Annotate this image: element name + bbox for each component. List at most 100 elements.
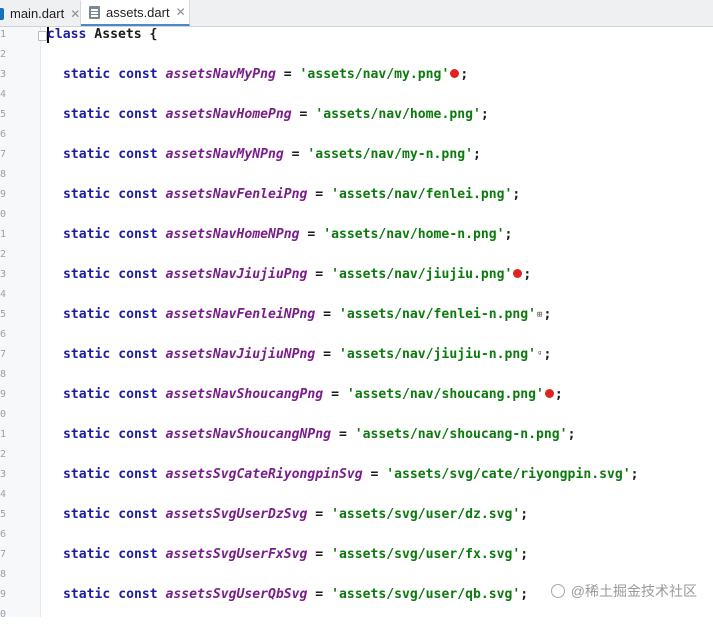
keyword-static: static bbox=[63, 467, 111, 482]
code-line: 8 bbox=[0, 165, 713, 185]
keyword-static: static bbox=[63, 507, 111, 522]
tab-assets-dart[interactable]: assets.dart ✕ bbox=[81, 0, 190, 26]
constant-name: assetsNavJiujiuNPng bbox=[165, 347, 316, 362]
string-literal: 'assets/nav/shoucang-n.png' bbox=[354, 427, 568, 442]
code-line: 6 bbox=[0, 325, 713, 345]
string-literal: 'assets/nav/fenlei-n.png' bbox=[338, 307, 537, 322]
line-number: 3 bbox=[0, 69, 6, 80]
semicolon: ; bbox=[567, 427, 576, 442]
code-text: static const assetsNavHomeNPng = 'assets… bbox=[63, 225, 512, 245]
semicolon: ; bbox=[543, 347, 552, 362]
semicolon: ; bbox=[520, 587, 529, 602]
string-literal: 'assets/nav/fenlei.png' bbox=[331, 187, 513, 202]
tab-label: main.dart bbox=[10, 6, 65, 21]
equals-sign: = bbox=[315, 307, 339, 322]
line-number: 8 bbox=[0, 169, 6, 180]
line-number: 8 bbox=[0, 369, 6, 380]
keyword-static: static bbox=[63, 67, 111, 82]
code-line: 8 bbox=[0, 365, 713, 385]
code-text: static const assetsNavJiujiuPng = 'asset… bbox=[63, 265, 531, 285]
code-text: static const assetsSvgCateRiyongpinSvg =… bbox=[63, 465, 639, 485]
line-number-gutter bbox=[0, 27, 41, 617]
equals-sign: = bbox=[283, 147, 308, 162]
semicolon: ; bbox=[520, 547, 529, 562]
semicolon: ; bbox=[520, 507, 529, 522]
equals-sign: = bbox=[299, 227, 324, 242]
code-line: 4 bbox=[0, 285, 713, 305]
keyword-const: const bbox=[118, 147, 158, 162]
line-number: 7 bbox=[0, 349, 6, 360]
code-text: static const assetsSvgUserQbSvg = 'asset… bbox=[63, 585, 528, 605]
semicolon: ; bbox=[554, 387, 563, 402]
equals-sign: = bbox=[307, 267, 332, 282]
red-dot-icon bbox=[450, 69, 460, 78]
keyword-const: const bbox=[118, 267, 158, 282]
semicolon: ; bbox=[480, 107, 489, 122]
constant-name: assetsNavShoucangPng bbox=[165, 387, 324, 402]
equals-sign: = bbox=[307, 187, 332, 202]
semicolon: ; bbox=[472, 147, 481, 162]
semicolon: ; bbox=[460, 67, 469, 82]
code-line: 0 bbox=[0, 205, 713, 225]
red-heart-icon bbox=[544, 389, 554, 398]
equals-sign: = bbox=[331, 427, 355, 442]
close-icon[interactable]: ✕ bbox=[70, 6, 81, 21]
semicolon: ; bbox=[504, 227, 513, 242]
keyword-const: const bbox=[118, 547, 158, 562]
watermark-text: @稀土掘金技术社区 bbox=[570, 583, 697, 599]
keyword-const: const bbox=[118, 187, 158, 202]
close-icon[interactable]: ✕ bbox=[175, 5, 186, 19]
keyword-const: const bbox=[118, 227, 158, 242]
code-text: static const assetsNavShoucangPng = 'ass… bbox=[63, 385, 563, 405]
string-literal: 'assets/nav/jiujiu-n.png' bbox=[338, 347, 537, 362]
keyword-static: static bbox=[63, 547, 111, 562]
equals-sign: = bbox=[362, 467, 387, 482]
keyword-const: const bbox=[118, 507, 158, 522]
keyword-static: static bbox=[63, 227, 111, 242]
line-number: 6 bbox=[0, 329, 6, 340]
line-number: 1 bbox=[0, 429, 6, 440]
keyword-const: const bbox=[118, 587, 158, 602]
equals-sign: = bbox=[275, 67, 300, 82]
equals-sign: = bbox=[307, 587, 332, 602]
keyword-static: static bbox=[63, 187, 111, 202]
constant-name: assetsNavFenleiPng bbox=[165, 187, 308, 202]
keyword-static: static bbox=[63, 427, 111, 442]
code-text: static const assetsNavMyNPng = 'assets/n… bbox=[63, 145, 481, 165]
line-number: 8 bbox=[0, 569, 6, 580]
tab-main-dart[interactable]: main.dart ✕ bbox=[0, 1, 81, 26]
string-literal: 'assets/nav/shoucang.png' bbox=[346, 387, 544, 402]
keyword-static: static bbox=[63, 387, 111, 402]
semicolon: ; bbox=[630, 467, 639, 482]
line-number: 2 bbox=[0, 49, 6, 60]
grid-icon: ⊞ bbox=[537, 310, 543, 320]
fold-marker-icon[interactable] bbox=[38, 31, 47, 41]
constant-name: assetsNavHomePng bbox=[165, 107, 292, 122]
constant-name: assetsSvgUserFxSvg bbox=[165, 547, 308, 562]
code-text: static const assetsNavFenleiPng = 'asset… bbox=[63, 185, 520, 205]
constant-name: assetsNavJiujiuPng bbox=[165, 267, 308, 282]
watermark: @稀土掘金技术社区 bbox=[550, 581, 697, 601]
string-literal: 'assets/svg/user/qb.svg' bbox=[331, 587, 521, 602]
line-number: 4 bbox=[0, 89, 6, 100]
red-pin-icon bbox=[513, 269, 523, 278]
equals-sign: = bbox=[315, 347, 339, 362]
keyword-static: static bbox=[63, 147, 111, 162]
string-literal: 'assets/svg/user/fx.svg' bbox=[331, 547, 521, 562]
outline-icon: ᵍ bbox=[537, 350, 543, 360]
code-text: static const assetsSvgUserDzSvg = 'asset… bbox=[63, 505, 528, 525]
line-number: 2 bbox=[0, 249, 6, 260]
keyword-static: static bbox=[63, 267, 111, 282]
semicolon: ; bbox=[543, 307, 552, 322]
editor-tab-bar: main.dart ✕ assets.dart ✕ bbox=[0, 0, 713, 27]
